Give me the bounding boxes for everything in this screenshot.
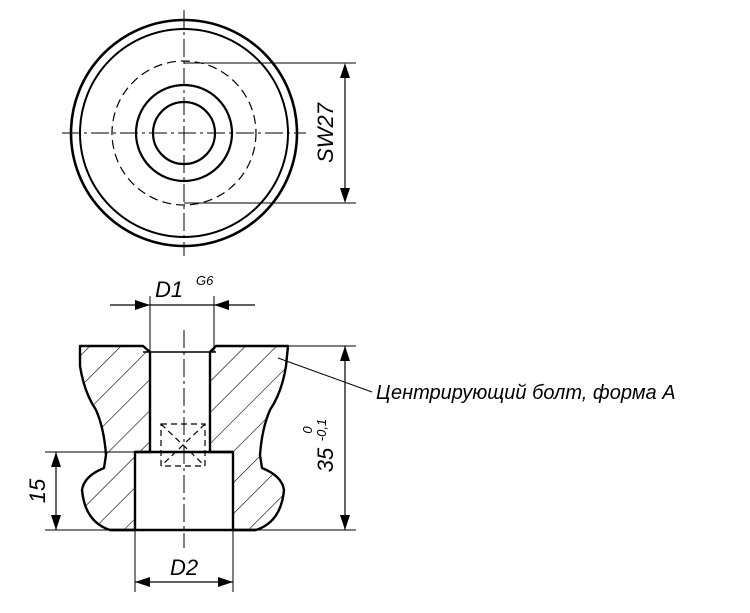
sw-label: SW27 xyxy=(313,102,338,163)
h35-tol-upper: 0 xyxy=(300,426,315,434)
hidden-circle xyxy=(111,60,257,206)
section-body-right xyxy=(208,344,290,532)
d1-arrow-right xyxy=(214,300,229,310)
callout-text: Центрирующий болт, форма A xyxy=(376,382,676,404)
thread-symbol-box xyxy=(160,423,206,467)
callout-leader xyxy=(277,357,373,393)
bore-inner-circle xyxy=(151,100,217,166)
d1-tolerance: G6 xyxy=(196,273,214,288)
d1-arrow-left xyxy=(135,300,150,310)
h35-arrow-top xyxy=(340,346,350,361)
d2-arrow-right xyxy=(218,577,233,587)
sw-arrow-top xyxy=(340,63,350,78)
h35-arrow-bottom xyxy=(340,515,350,530)
thread-symbol-diag2 xyxy=(160,423,206,467)
outer-chamfer-circle xyxy=(79,28,289,238)
h15-arrow-top xyxy=(51,452,61,467)
outer-circle xyxy=(69,18,299,248)
h15-arrow-bottom xyxy=(51,515,61,530)
d2-label: D2 xyxy=(170,555,198,580)
bore-outer-circle xyxy=(134,83,234,183)
top-view: SW27 xyxy=(62,10,356,256)
h35-tol-lower: -0,1 xyxy=(314,419,329,441)
sw-arrow-bottom xyxy=(340,188,350,203)
d2-arrow-left xyxy=(135,577,150,587)
h15-label: 15 xyxy=(25,478,50,503)
h35-label: 35 xyxy=(313,447,338,472)
section-body-left xyxy=(78,344,152,532)
section-view: D1 G6 D2 15 35 0 -0,1 Центрирующий болт,… xyxy=(25,273,676,592)
d1-label: D1 xyxy=(155,277,183,302)
